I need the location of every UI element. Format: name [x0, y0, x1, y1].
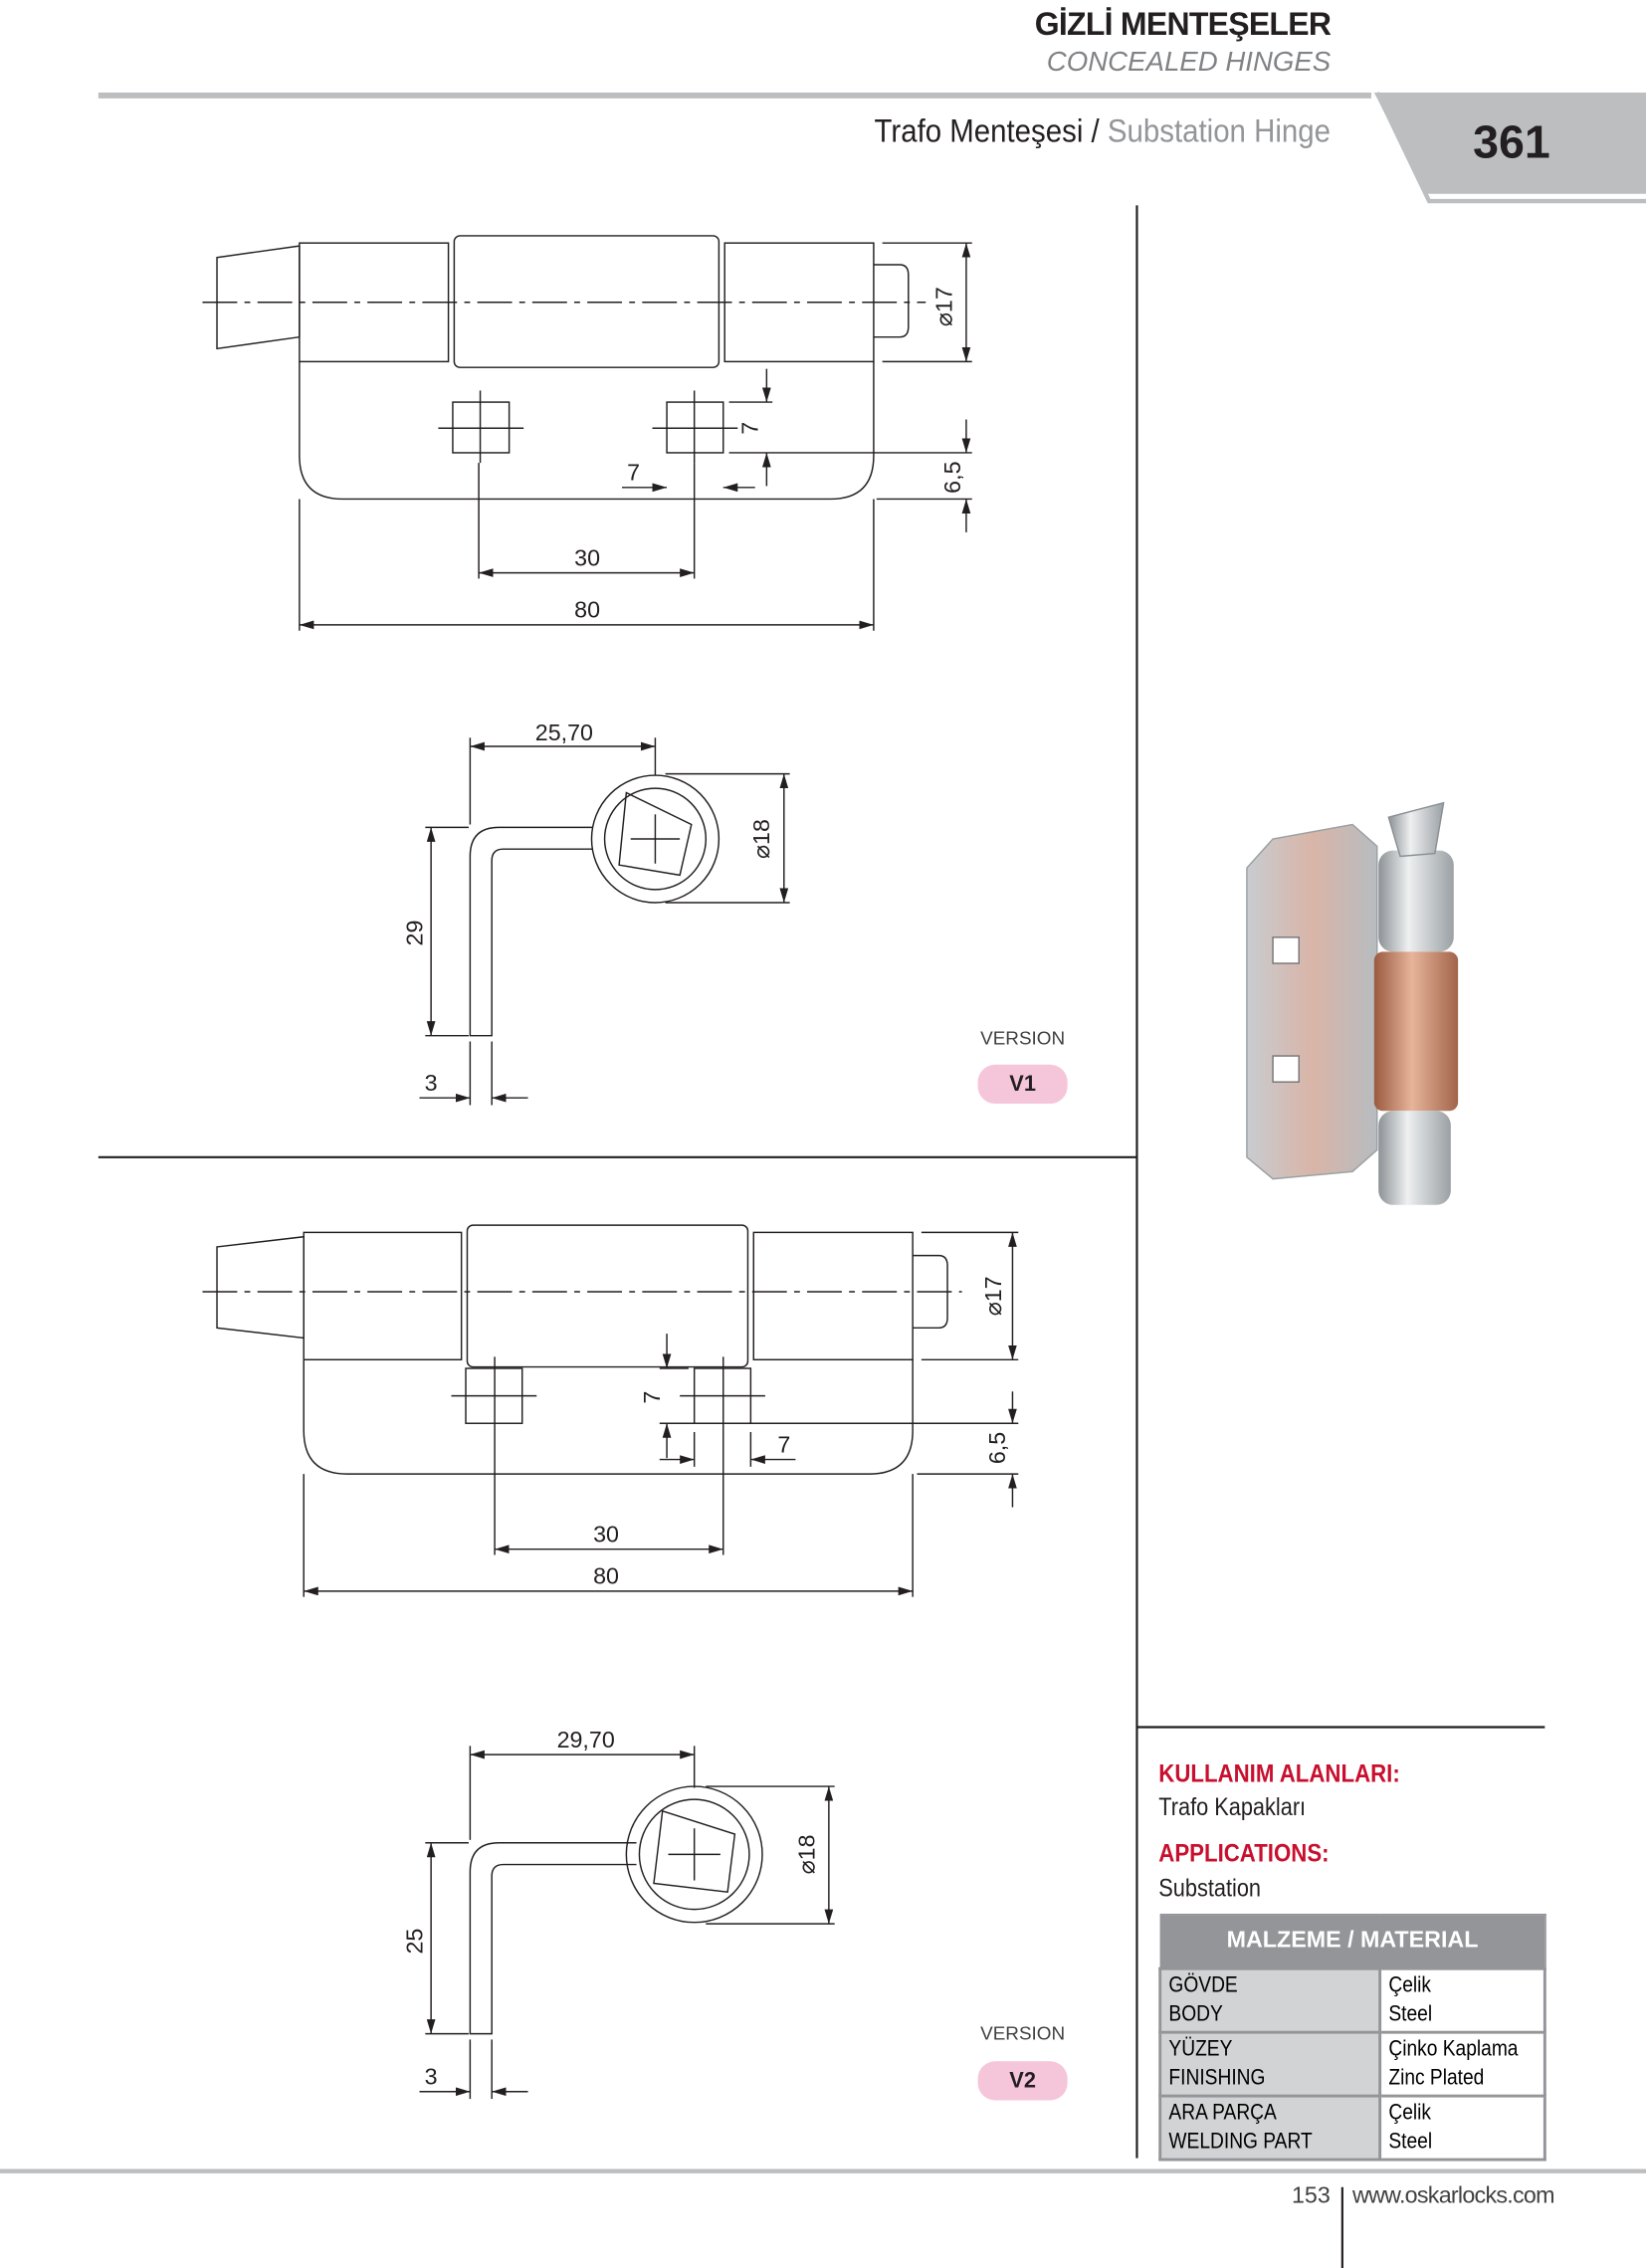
v1-dim-reach: 25,70: [535, 720, 593, 745]
product-name-tr: Trafo Menteşesi /: [874, 112, 1100, 149]
product-name-en: Substation Hinge: [1108, 112, 1332, 149]
v1-dim-thickness: 3: [425, 1070, 438, 1096]
part-en: FINISHING: [1168, 2065, 1266, 2091]
value-en: Steel: [1388, 2129, 1433, 2155]
version-badge-v1: V1: [977, 1064, 1068, 1105]
applications-heading-en: APPLICATIONS:: [1158, 1839, 1330, 1868]
v2-dim-hole-height: 7: [639, 1391, 665, 1404]
value-tr: Çinko Kaplama: [1388, 2036, 1519, 2062]
value-en: Zinc Plated: [1388, 2065, 1485, 2091]
v2-dim-diameter-18: ⌀18: [793, 1834, 819, 1874]
page-number-tab: [1373, 93, 1646, 194]
value-tr: Çelik: [1388, 2100, 1432, 2126]
material-table-title: MALZEME / MATERIAL: [1158, 1913, 1546, 1969]
v2-dim-hole-width: 7: [777, 1431, 790, 1457]
version-label: VERSION: [980, 1026, 1066, 1049]
product-photo: [1246, 801, 1459, 1205]
applications-text-tr: Trafo Kapakları: [1158, 1793, 1307, 1821]
v2-dim-thickness: 3: [425, 2063, 438, 2089]
part-tr: GÖVDE: [1168, 1972, 1238, 1998]
part-tr: ARA PARÇA: [1168, 2100, 1277, 2126]
v2-dim-height: 25: [401, 1929, 427, 1955]
v2-dim-reach: 29,70: [557, 1727, 615, 1753]
version-badge-v2: V2: [977, 2061, 1068, 2101]
v2-dim-diameter-17: ⌀17: [980, 1276, 1006, 1316]
v1-dim-hole-height: 7: [737, 422, 763, 435]
section-title: GİZLİ MENTEŞELER: [1034, 5, 1332, 43]
v2-side-drawing: [419, 1746, 835, 2100]
v1-dim-diameter-17: ⌀17: [930, 287, 956, 326]
part-tr: YÜZEY: [1168, 2036, 1233, 2062]
applications-text-en: Substation: [1158, 1874, 1262, 1903]
v1-dim-length: 80: [574, 597, 600, 623]
part-en: WELDING PART: [1168, 2129, 1313, 2155]
v1-dim-height: 29: [401, 921, 427, 946]
footer-url[interactable]: www.oskarlocks.com: [1352, 2183, 1554, 2209]
v2-dim-spacing: 30: [593, 1521, 619, 1546]
applications-heading-tr: KULLANIM ALANLARI:: [1158, 1759, 1400, 1788]
v2-dim-offset: 6,5: [984, 1432, 1010, 1464]
part-en: BODY: [1168, 2001, 1223, 2027]
v2-dim-length: 80: [593, 1563, 619, 1589]
section-subtitle: CONCEALED HINGES: [1046, 47, 1332, 79]
product-number: 361: [1473, 115, 1550, 168]
value-en: Steel: [1388, 2001, 1433, 2027]
product-heading: Trafo Menteşesi / Substation Hinge: [875, 112, 1331, 150]
footer-page-number: 153: [1291, 2183, 1331, 2209]
v1-front-drawing: [202, 235, 972, 631]
v1-side-drawing: [419, 737, 790, 1106]
v1-dim-spacing: 30: [574, 544, 600, 570]
version-label: VERSION: [980, 2021, 1066, 2044]
v1-dim-offset: 6,5: [939, 461, 965, 493]
v1-dim-diameter-18: ⌀18: [748, 819, 774, 859]
v2-front-drawing: [202, 1224, 1019, 1597]
value-tr: Çelik: [1388, 1972, 1432, 1998]
v1-dim-hole-width: 7: [627, 460, 640, 486]
